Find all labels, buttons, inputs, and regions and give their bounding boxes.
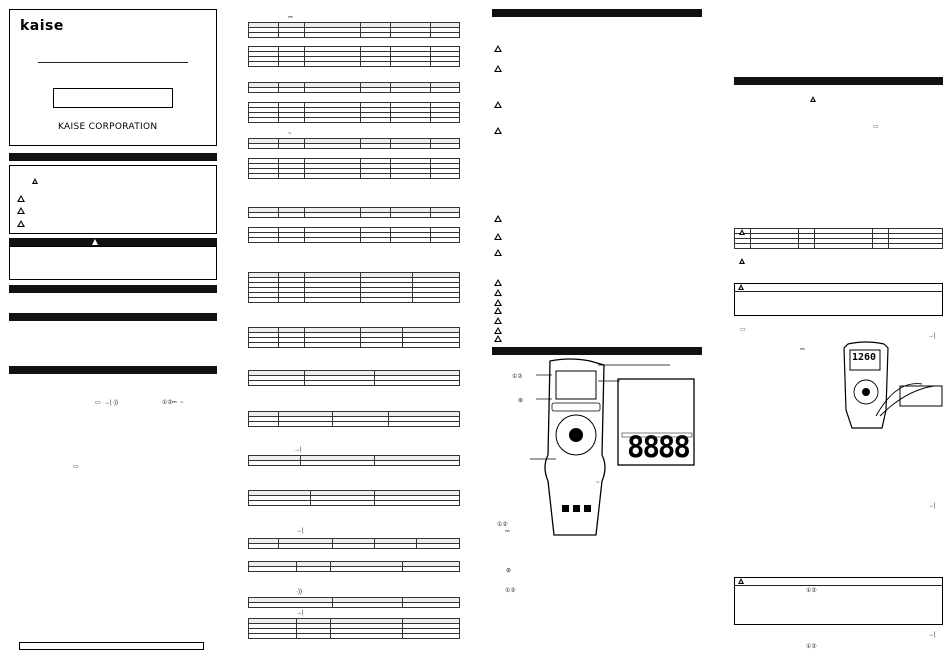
diode-symbol: →| [928,333,936,339]
spec-table [248,272,460,303]
warning-icon [32,178,38,184]
section-header-6 [492,347,702,355]
dc-symbol: ⎓ [172,400,177,406]
section-header-3 [9,313,217,321]
diode-symbol: →| [294,447,302,453]
warning-icon [494,101,502,108]
danger-icon [17,195,25,202]
warning-icon [810,96,816,102]
cover-frame [9,9,217,146]
warning-icon [494,65,502,72]
spec-table [248,618,460,639]
spec-table [248,597,460,608]
warning-icon [17,207,25,214]
auto-power-symbol: ⊛ [506,568,512,574]
caution-box [734,577,943,625]
range-symbol: ①② [505,588,516,594]
warning-header [9,238,217,246]
ac-symbol: ~ [596,480,600,486]
spec-table [248,411,460,427]
caution-box-head [734,291,943,292]
battery-icon: ▭ [740,327,746,333]
buzzer-symbol: ·)) [296,589,302,595]
ac-symbol: ~ [180,400,184,406]
caution-icon [738,578,744,584]
caution-icon [494,279,502,286]
battery-icon: ▭ [873,124,879,130]
spec-table [248,370,460,386]
warning-icon [739,229,745,235]
range-symbol: ①② [162,400,173,406]
warning-icon [739,258,745,264]
section-header-1 [9,153,217,161]
caution-icon [494,327,502,334]
warning-box [9,246,217,280]
caution-icon [17,220,25,227]
section-header-5 [492,9,702,17]
caution-box [734,283,943,316]
spec-table [248,207,460,218]
caution-icon [494,299,502,306]
footer-box [19,642,204,650]
warning-icon [494,127,502,134]
diode-symbol: →| [104,400,112,406]
spec-table [248,158,460,179]
warning-header-icon [92,239,98,245]
spec-table [248,82,460,93]
diode-symbol: →| [296,610,304,616]
meter-diagram [530,358,695,536]
spec-table [248,102,460,123]
spec-table [248,138,460,149]
spec-table [248,561,460,572]
range-symbol: ①② [512,374,523,380]
model-box [53,88,173,108]
diode-symbol: →| [928,503,936,509]
caution-icon [738,284,744,290]
range-symbol: ①② [806,588,817,594]
caution-icon [494,215,502,222]
section-header-2 [9,285,217,293]
caution-icon [494,233,502,240]
brand-logo: kaise [20,18,64,34]
caution-icon [494,249,502,256]
caution-box-head [734,585,943,586]
spec-table [248,46,460,67]
section-header-4 [9,366,217,374]
warning-icon [494,45,502,52]
section-header-7 [734,77,943,85]
spec-table [248,455,460,466]
battery-test-diagram [843,341,943,429]
symbol-table [734,228,943,249]
cover-title-rule [38,62,188,63]
auto-power-symbol: ⊛ [518,398,524,404]
caution-icon [494,289,502,296]
lcd-digits: 8888 [627,430,691,464]
range-symbol: ①② [806,644,817,650]
spec-table [248,227,460,243]
caution-icon [494,317,502,324]
caution-icon [494,335,502,342]
battery-icon: ▭ [73,464,79,470]
battery-icon: ▭ [95,400,101,406]
ac-symbol: ~ [288,131,292,137]
safety-box [9,165,217,234]
spec-table [248,327,460,348]
dc-symbol: ⎓ [505,529,510,535]
range-symbol: ①② [497,522,508,528]
dc-symbol: ⎓ [288,15,293,21]
company-name: KAISE CORPORATION [58,122,158,132]
diode-symbol: →| [928,632,936,638]
spec-table [248,490,460,506]
dc-symbol: ⎓ [800,347,805,353]
spec-table [248,538,460,549]
spec-table [248,22,460,38]
diode-symbol: →| [296,528,304,534]
meter-lcd-reading: 1260 [852,352,877,363]
caution-icon [494,307,502,314]
buzzer-symbol: ·)) [112,400,118,406]
